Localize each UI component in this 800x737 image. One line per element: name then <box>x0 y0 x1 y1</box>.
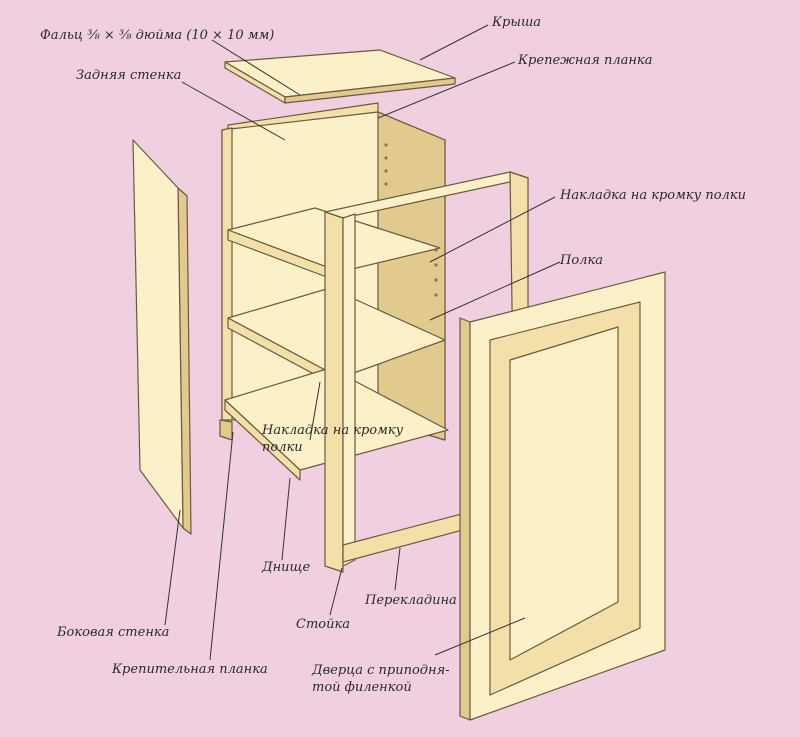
stile-label: Стойка <box>296 617 350 632</box>
bottom-label: Днище <box>262 560 311 575</box>
side-panel-label: Боковая стенка <box>57 625 170 640</box>
shelf-pin-holes <box>384 143 438 297</box>
cleat-bottom-label: Крепительная планка <box>112 662 268 677</box>
door-label-line1: Дверца с приподня- <box>312 663 450 678</box>
shelf-label: Полка <box>560 253 603 268</box>
rabbet-label: Фальц ⅜ × ⅜ дюйма (10 × 10 мм) <box>40 28 275 43</box>
shelf-edging-center-label-line2: полки <box>262 440 303 455</box>
top-panel <box>224 49 456 104</box>
side-panel <box>132 139 192 535</box>
top-label: Крыша <box>492 15 542 30</box>
door-label-line2: той филенкой <box>312 680 412 695</box>
shelf-edging-right-label: Накладка на кромку полки <box>560 188 746 203</box>
shelf-edging-center-label-line1: Накладка на кромку <box>262 423 404 438</box>
cabinet-body <box>219 102 449 481</box>
crosspiece-label: Перекладина <box>365 593 457 608</box>
back-panel-label: Задняя стенка <box>76 68 182 83</box>
cleat-top-label: Крепежная планка <box>518 53 653 68</box>
leader-lines <box>164 24 561 661</box>
raised-panel-door <box>459 271 666 721</box>
